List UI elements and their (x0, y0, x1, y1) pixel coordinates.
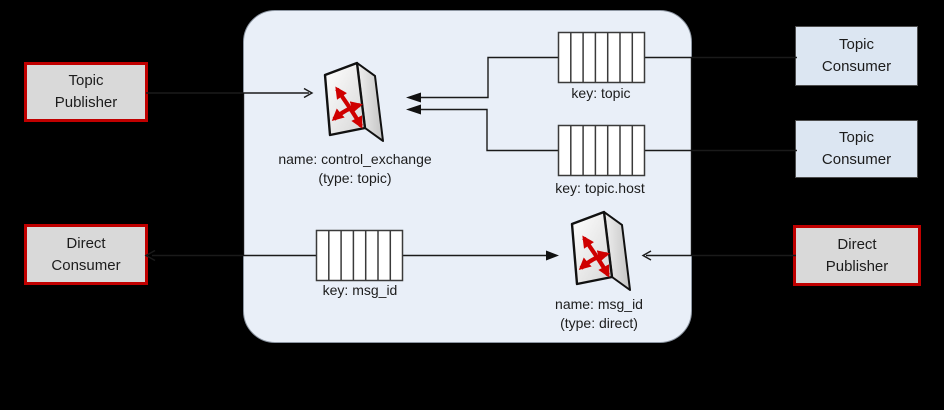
exchange-type-label: (type: direct) (560, 315, 638, 331)
node-label: Topic Consumer (821, 129, 892, 168)
queue-topic-label: key: topic (571, 85, 631, 101)
node-direct-publisher: Direct Publisher (793, 225, 921, 286)
exchange-name-label: name: msg_id (555, 296, 643, 312)
node-label: Topic Consumer (821, 36, 892, 75)
node-label: Direct Consumer (51, 234, 121, 274)
queue-msg-id-label: key: msg_id (322, 282, 398, 298)
node-topic-consumer-2: Topic Consumer (795, 120, 918, 178)
node-topic-consumer-1: Topic Consumer (795, 26, 918, 86)
node-topic-publisher: Topic Publisher (24, 62, 148, 122)
exchange-type-label: (type: topic) (318, 170, 392, 186)
direct-exchange-caption: name: msg_id (type: direct) (499, 295, 699, 333)
node-direct-consumer: Direct Consumer (24, 224, 148, 285)
node-label: Direct Publisher (825, 235, 889, 275)
control-exchange-caption: name: control_exchange (type: topic) (255, 150, 455, 188)
exchange-name-label: name: control_exchange (278, 151, 432, 167)
queue-topic-host-label: key: topic.host (555, 180, 645, 196)
node-label: Topic Publisher (54, 72, 118, 111)
